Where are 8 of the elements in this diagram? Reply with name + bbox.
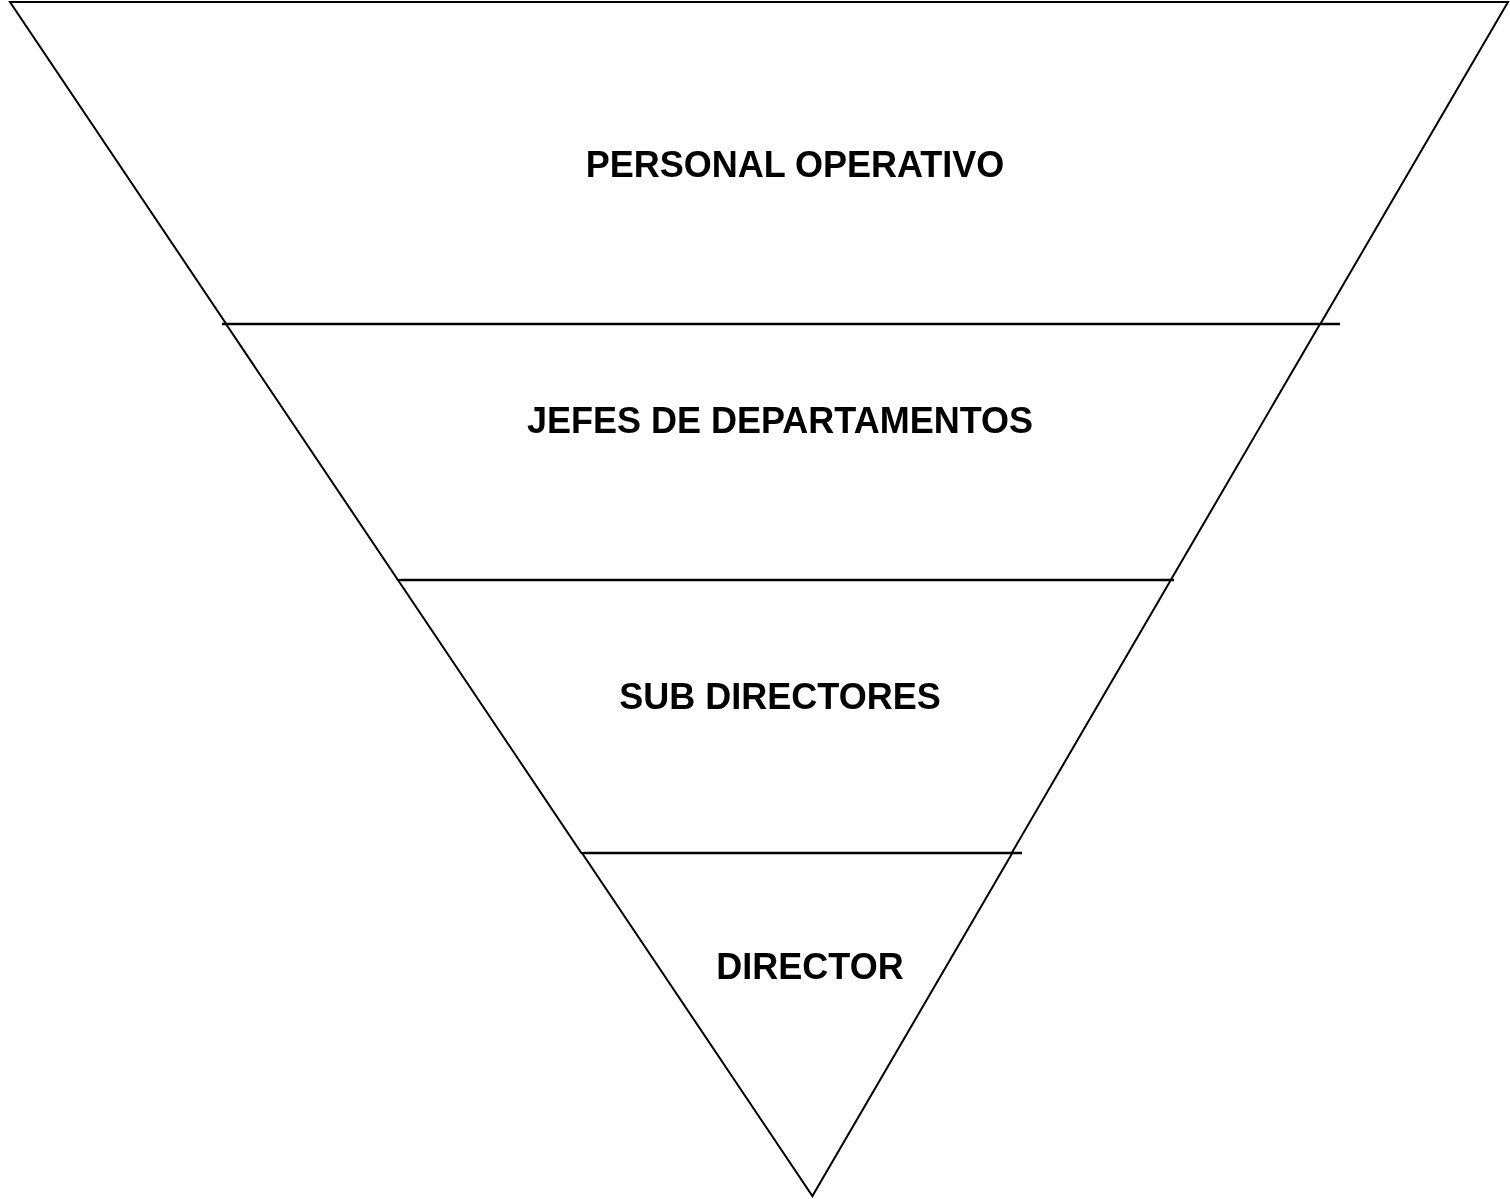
pyramid-tier <box>10 2 1508 324</box>
pyramid-tier <box>581 853 1012 1196</box>
tier-label: SUB DIRECTORES <box>619 676 941 718</box>
tier-label: PERSONAL OPERATIVO <box>585 144 1005 186</box>
tier-label: DIRECTOR <box>716 946 904 988</box>
pyramid-tier <box>226 324 1321 580</box>
pyramid-tier <box>398 580 1172 853</box>
tier-label: JEFES DE DEPARTAMENTOS <box>526 400 1033 442</box>
